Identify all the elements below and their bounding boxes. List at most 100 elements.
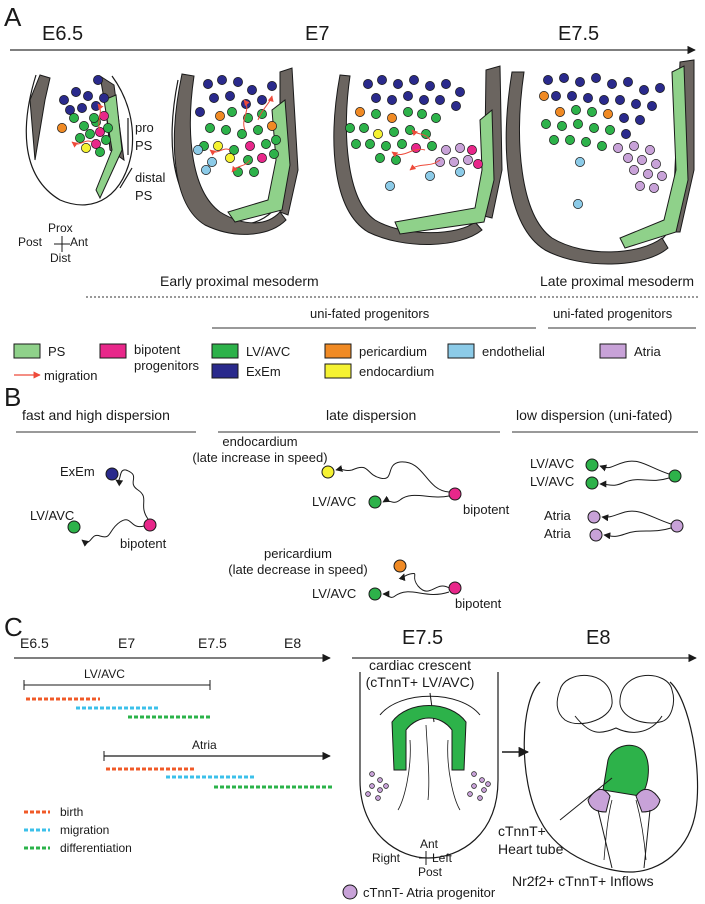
cell	[243, 155, 253, 165]
cell	[455, 143, 465, 153]
cell	[209, 93, 219, 103]
c-stage-e75: E7.5	[402, 627, 443, 649]
cell	[203, 79, 213, 89]
b-uni-at-1-cell	[587, 510, 601, 524]
cell	[245, 141, 255, 151]
b-lvavc-3: LV/AVC	[312, 586, 356, 601]
b-lvavc-1-cell	[67, 520, 81, 534]
stage-e65: E6.5	[42, 23, 83, 45]
cell	[257, 153, 267, 163]
cell	[637, 155, 647, 165]
cell	[387, 95, 397, 105]
c-axis-post: Post	[418, 865, 443, 879]
cell	[393, 79, 403, 89]
b-uni-lv-1-cell	[585, 458, 599, 472]
c-time-e7: E7	[118, 635, 135, 651]
b-path-peri	[398, 573, 450, 592]
cell	[405, 125, 415, 135]
b-path-uni-lv-2	[599, 477, 670, 488]
b-bipotent-1: bipotent	[120, 536, 167, 551]
cell	[271, 135, 281, 145]
cell	[345, 123, 355, 133]
b-lvavc-1: LV/AVC	[30, 508, 74, 523]
legend-bipotent-a: bipotent	[134, 342, 181, 357]
cell	[397, 139, 407, 149]
cell	[635, 115, 645, 125]
cell	[555, 107, 565, 117]
b-bipotent-2: bipotent	[463, 502, 510, 517]
cell	[471, 771, 477, 777]
legend-exem: ExEm	[246, 364, 281, 379]
cell	[451, 101, 461, 111]
cell	[557, 121, 567, 131]
b-uni-lv-2-cell	[585, 476, 599, 490]
c-legend-diff: differentiation	[60, 841, 132, 855]
cell	[441, 145, 451, 155]
panel-b-letter: B	[4, 382, 21, 412]
cells-e7-b	[345, 75, 483, 191]
distal-ps-label-a: distal	[135, 170, 165, 185]
legend-endocardium: endocardium	[359, 364, 434, 379]
b-uni-at-1: Atria	[544, 508, 572, 523]
legend-pericardium-swatch	[324, 343, 352, 359]
cell	[195, 107, 205, 117]
stage-e7: E7	[305, 23, 329, 45]
cell	[83, 91, 93, 101]
b-endo-a: endocardium	[222, 434, 297, 449]
cell	[541, 119, 551, 129]
cell	[463, 155, 473, 165]
b-uni-at-src	[670, 519, 684, 533]
c-stage-e8: E8	[586, 627, 610, 649]
cell	[363, 79, 373, 89]
b-heading-2: late dispersion	[326, 407, 416, 423]
cell	[473, 159, 483, 169]
cell	[225, 91, 235, 101]
cell	[471, 783, 477, 789]
cell	[431, 113, 441, 123]
legend-atria: Atria	[634, 344, 662, 359]
legend-migration: migration	[44, 368, 97, 383]
cell	[629, 165, 639, 175]
cell	[257, 95, 267, 105]
cell	[77, 103, 87, 113]
cell	[467, 145, 477, 155]
migration-arrows	[71, 95, 441, 173]
cell	[623, 77, 633, 87]
legend-endothelial: endothelial	[482, 344, 545, 359]
cell	[71, 87, 81, 97]
cell	[643, 169, 653, 179]
cell	[267, 81, 277, 91]
cell	[485, 781, 491, 787]
cell	[371, 109, 381, 119]
cell	[575, 77, 585, 87]
b-path-lvavc-3	[382, 590, 450, 598]
cell	[403, 107, 413, 117]
cell	[371, 93, 381, 103]
cell	[99, 111, 109, 121]
c-atria-prog-swatch	[342, 884, 358, 900]
cell	[201, 165, 211, 175]
b-peri-b: (late decrease in speed)	[228, 562, 367, 577]
cell	[615, 95, 625, 105]
cell	[99, 93, 109, 103]
cell	[369, 783, 375, 789]
cell	[607, 79, 617, 89]
cell	[539, 91, 549, 101]
cell	[573, 119, 583, 129]
b-endo-cell	[321, 465, 335, 479]
cell	[645, 145, 655, 155]
cells-e75	[539, 73, 667, 209]
cell	[377, 75, 387, 85]
cell	[79, 121, 89, 131]
c-time-e75: E7.5	[198, 635, 227, 651]
legend-a: PS migration bipotent progenitors LV/AVC…	[13, 342, 662, 383]
cell	[571, 105, 581, 115]
b-peri-a: pericardium	[264, 546, 332, 561]
axis-dist: Dist	[50, 251, 71, 265]
b-lvavc-2-cell	[368, 495, 382, 509]
cell	[65, 105, 75, 115]
cell	[391, 155, 401, 165]
b-heading-3: low dispersion (uni-fated)	[516, 407, 672, 423]
legend-exem-swatch	[211, 363, 239, 379]
